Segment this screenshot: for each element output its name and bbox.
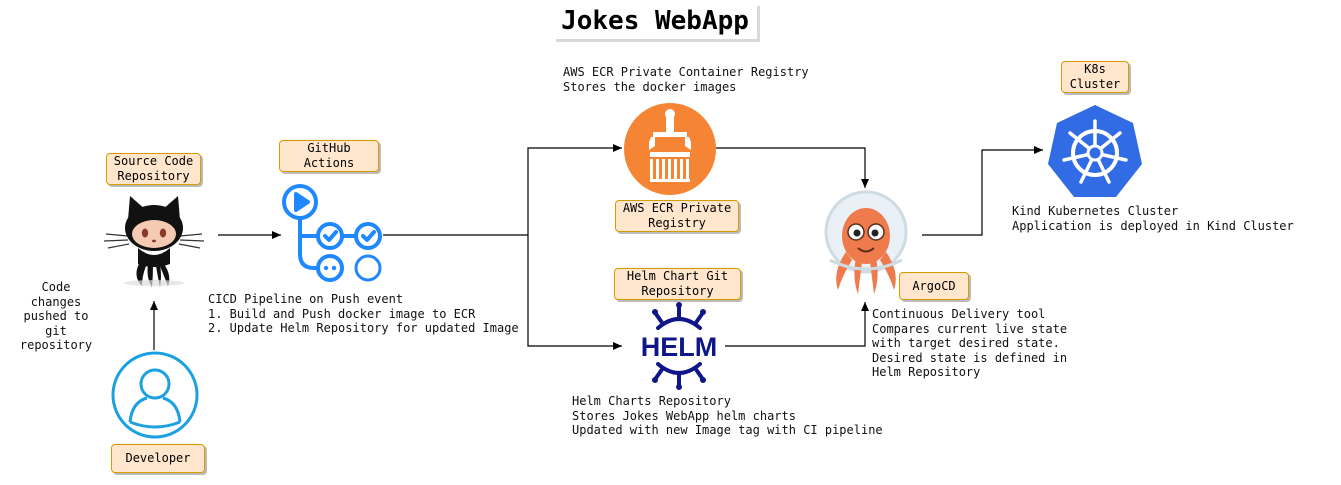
note-helm-description: Helm Charts Repository Stores Jokes WebA…	[572, 394, 883, 437]
helm-icon: HELM	[632, 300, 726, 396]
kubernetes-icon	[1046, 103, 1144, 203]
argocd-icon	[818, 190, 914, 304]
note-code-changes: Code changes pushed to git repository	[19, 280, 93, 352]
tag-aws-ecr-registry: AWS ECR Private Registry	[615, 200, 739, 232]
arrow-ecr-to-argocd	[716, 147, 869, 188]
tag-github-actions: GitHub Actions	[279, 140, 379, 172]
note-cicd-pipeline: CICD Pipeline on Push event 1. Build and…	[208, 292, 519, 335]
arrow-helm-to-argocd	[725, 302, 869, 347]
tag-helm-chart-repository: Helm Chart Git Repository	[614, 268, 741, 300]
tag-argocd: ArgoCD	[899, 272, 969, 300]
diagram-title: Jokes WebApp	[553, 3, 757, 39]
tag-developer: Developer	[111, 444, 205, 473]
tag-k8s-cluster: K8s Cluster	[1061, 61, 1129, 93]
note-argocd-description: Continuous Delivery tool Compares curren…	[872, 307, 1068, 379]
arrow-argocd-to-k8s	[922, 146, 1043, 236]
github-octocat-icon	[98, 190, 210, 294]
arrow-actions-to-ecr	[383, 144, 622, 236]
note-ecr-description: AWS ECR Private Container Registry Store…	[563, 65, 809, 94]
tag-source-code-repository: Source Code Repository	[106, 153, 201, 185]
user-icon	[110, 350, 200, 444]
github-actions-icon	[280, 182, 385, 291]
helm-logo-text: HELM	[641, 332, 718, 362]
arrow-actions-to-helm	[527, 235, 622, 350]
note-k8s-description: Kind Kubernetes Cluster Application is d…	[1012, 204, 1294, 233]
aws-ecr-icon	[623, 102, 717, 200]
